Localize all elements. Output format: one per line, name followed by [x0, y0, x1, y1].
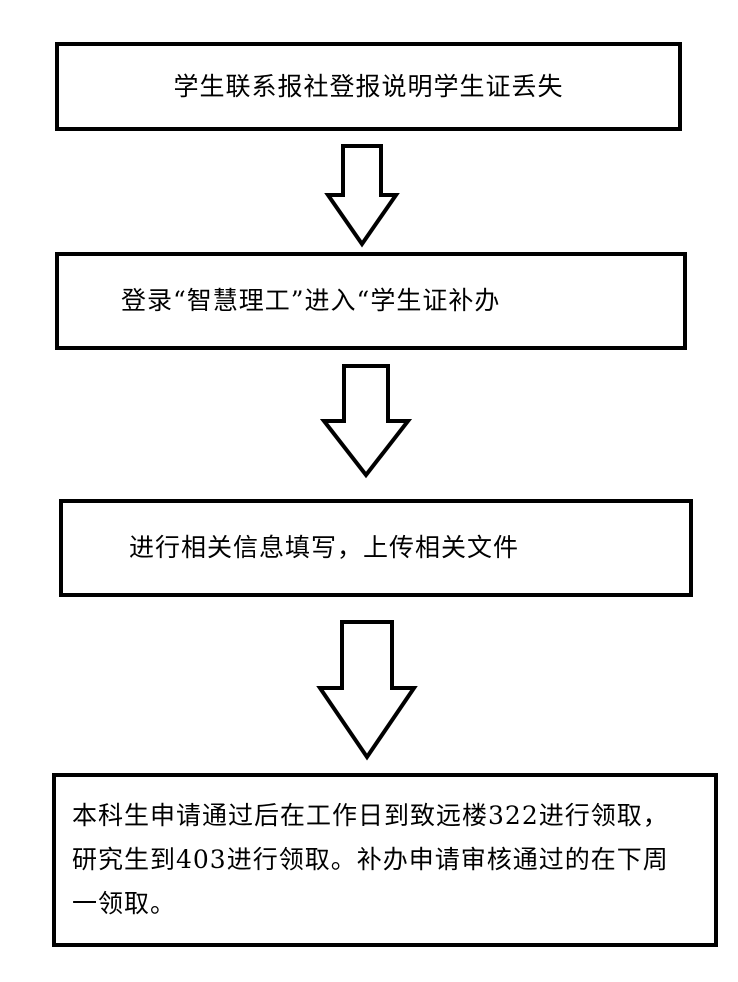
step-4-text: 本科生申请通过后在工作日到致远楼322进行领取，研究生到403进行领取。补办申请… [72, 801, 669, 918]
down-arrow-icon [319, 364, 413, 479]
step-1-box: 学生联系报社登报说明学生证丢失 [55, 42, 682, 131]
step-4-box: 本科生申请通过后在工作日到致远楼322进行领取，研究生到403进行领取。补办申请… [52, 773, 718, 947]
down-arrow-icon [324, 144, 400, 248]
step-2-box: 登录“智慧理工”进入“学生证补办 [55, 252, 687, 350]
step-3-box: 进行相关信息填写，上传相关文件 [59, 499, 693, 597]
step-3-text: 进行相关信息填写，上传相关文件 [129, 533, 520, 562]
step-1-text: 学生联系报社登报说明学生证丢失 [173, 71, 564, 101]
down-arrow-icon [316, 620, 418, 761]
step-2-text: 登录“智慧理工”进入“学生证补办 [121, 286, 501, 315]
